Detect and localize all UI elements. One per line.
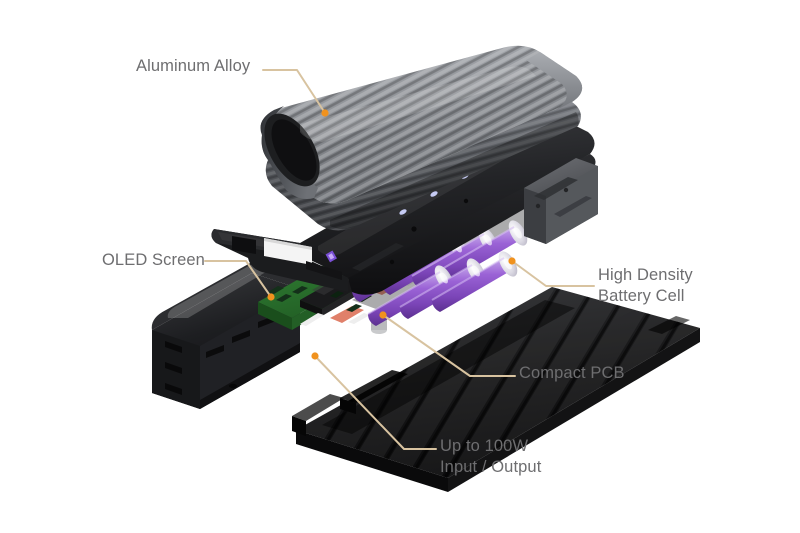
callout-label-power-input-output: Up to 100W Input / Output — [440, 436, 541, 478]
power-label-line-2: Input / Output — [440, 458, 542, 476]
callout-label-compact-pcb: Compact PCB — [519, 364, 625, 382]
callout-label-oled-screen: OLED Screen — [102, 251, 205, 269]
battery-label-line-1: High Density — [598, 266, 693, 284]
power-label-line-1: Up to 100W — [440, 437, 529, 455]
battery-label-line-2: Battery Cell — [598, 287, 685, 305]
callout-label-aluminum-alloy: Aluminum Alloy — [136, 57, 251, 75]
